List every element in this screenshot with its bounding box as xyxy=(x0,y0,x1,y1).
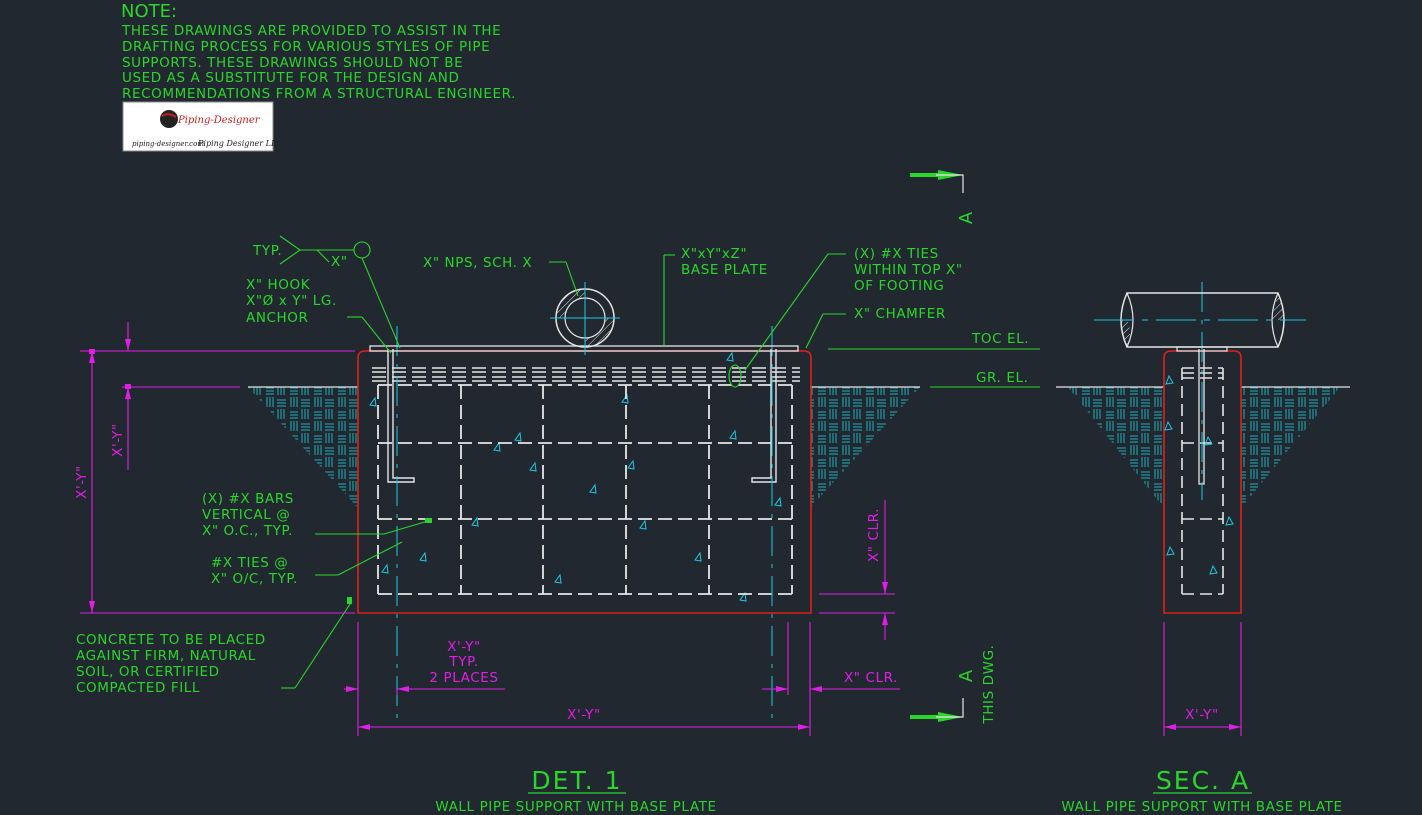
spacing-typ: TYP. xyxy=(448,654,478,670)
anchor-label: ANCHOR xyxy=(246,310,309,326)
sec-subtitle: WALL PIPE SUPPORT WITH BASE PLATE xyxy=(1061,799,1342,815)
ties-typ-label: #X TIES @ xyxy=(211,555,288,571)
logo-brand: Piping-Designer xyxy=(177,115,261,126)
section-a-view: X'-Y" xyxy=(1056,282,1350,736)
dimension-texts: X'-Y" X'-Y" X" CLR. X'-Y" TYP. 2 PLACES … xyxy=(74,423,898,723)
pipe-section xyxy=(550,282,620,355)
ties-label: (X) #X TIES xyxy=(854,246,939,262)
note-heading: NOTE: xyxy=(121,1,177,22)
this-dwg-label: THIS DWG. xyxy=(981,644,997,724)
embed-dimension: X'-Y" xyxy=(110,423,126,457)
section-width-dimension: X'-Y" xyxy=(1185,707,1219,723)
chamfer-label: X" CHAMFER xyxy=(854,306,946,322)
sec-title: SEC. A xyxy=(1156,766,1250,795)
bars-label: X" O.C., TYP. xyxy=(202,523,293,539)
base-plate-size-label: X"xY"xZ" xyxy=(681,246,747,262)
concrete-footing xyxy=(357,350,812,614)
bars-label: VERTICAL @ xyxy=(202,507,290,523)
anchor-bolts xyxy=(387,326,777,720)
logo-company: Piping Designer LLC xyxy=(197,139,282,148)
det-subtitle: WALL PIPE SUPPORT WITH BASE PLATE xyxy=(435,799,716,815)
spacing-places: 2 PLACES xyxy=(429,670,498,686)
dimension-arrows xyxy=(89,339,888,730)
concrete-note: COMPACTED FILL xyxy=(76,680,200,696)
anchor-size-label: X"Ø x Y" LG. xyxy=(246,293,337,309)
leader-tick xyxy=(347,597,352,604)
base-plate-label: BASE PLATE xyxy=(681,262,768,278)
note-block: NOTE: THESE DRAWINGS ARE PROVIDED TO ASS… xyxy=(121,1,516,102)
section-letter-top: A xyxy=(956,211,977,224)
height-dimension: X'-Y" xyxy=(74,465,90,499)
note-line: DRAFTING PROCESS FOR VARIOUS STYLES OF P… xyxy=(122,39,490,55)
concrete-note: AGAINST FIRM, NATURAL xyxy=(76,648,256,664)
note-line: SUPPORTS. THESE DRAWINGS SHOULD NOT BE xyxy=(122,55,463,71)
det-labels: TYP. X" X" HOOK X"Ø x Y" LG. ANCHOR X" N… xyxy=(76,243,1029,696)
toc-elevation-label: TOC EL. xyxy=(971,331,1029,347)
company-logo: Piping-Designer piping-designer.com Pipi… xyxy=(122,101,282,152)
hook-label: X" HOOK xyxy=(246,277,311,293)
horizontal-clearance-dimension: X" CLR. xyxy=(844,670,898,686)
bars-label: (X) #X BARS xyxy=(202,491,294,507)
det-title: DET. 1 xyxy=(531,766,622,795)
section-letter-bottom: A xyxy=(956,669,977,682)
dimension-lines xyxy=(80,322,900,736)
ties-label: OF FOOTING xyxy=(854,278,945,294)
spacing-dimension: X'-Y" xyxy=(447,639,481,655)
ties-label: WITHIN TOP X" xyxy=(854,262,963,278)
titles: DET. 1 WALL PIPE SUPPORT WITH BASE PLATE… xyxy=(435,766,1342,815)
soil-hatch xyxy=(248,386,920,508)
section-cut-markers: A A THIS DWG. xyxy=(910,170,997,725)
logo-website: piping-designer.com xyxy=(132,140,204,148)
weld-size-label: X" xyxy=(331,254,348,270)
leader-tick xyxy=(425,518,432,523)
concrete-note: SOIL, OR CERTIFIED xyxy=(76,664,220,680)
concrete-note: CONCRETE TO BE PLACED xyxy=(76,632,266,648)
typ-label: TYP. xyxy=(252,243,282,259)
note-line: USED AS A SUBSTITUTE FOR THE DESIGN AND xyxy=(122,70,460,86)
grade-elevation-label: GR. EL. xyxy=(976,370,1029,386)
nps-label: X" NPS, SCH. X xyxy=(423,255,532,271)
ties-typ-label: X" O/C, TYP. xyxy=(211,571,298,587)
base-plate xyxy=(369,345,799,352)
vertical-clearance-dimension: X" CLR. xyxy=(866,508,882,562)
width-dimension: X'-Y" xyxy=(567,707,601,723)
logo-globe-icon xyxy=(160,110,178,128)
note-line: THESE DRAWINGS ARE PROVIDED TO ASSIST IN… xyxy=(121,23,501,39)
leader-lines xyxy=(279,235,1040,689)
note-line: RECOMMENDATIONS FROM A STRUCTURAL ENGINE… xyxy=(122,86,516,102)
